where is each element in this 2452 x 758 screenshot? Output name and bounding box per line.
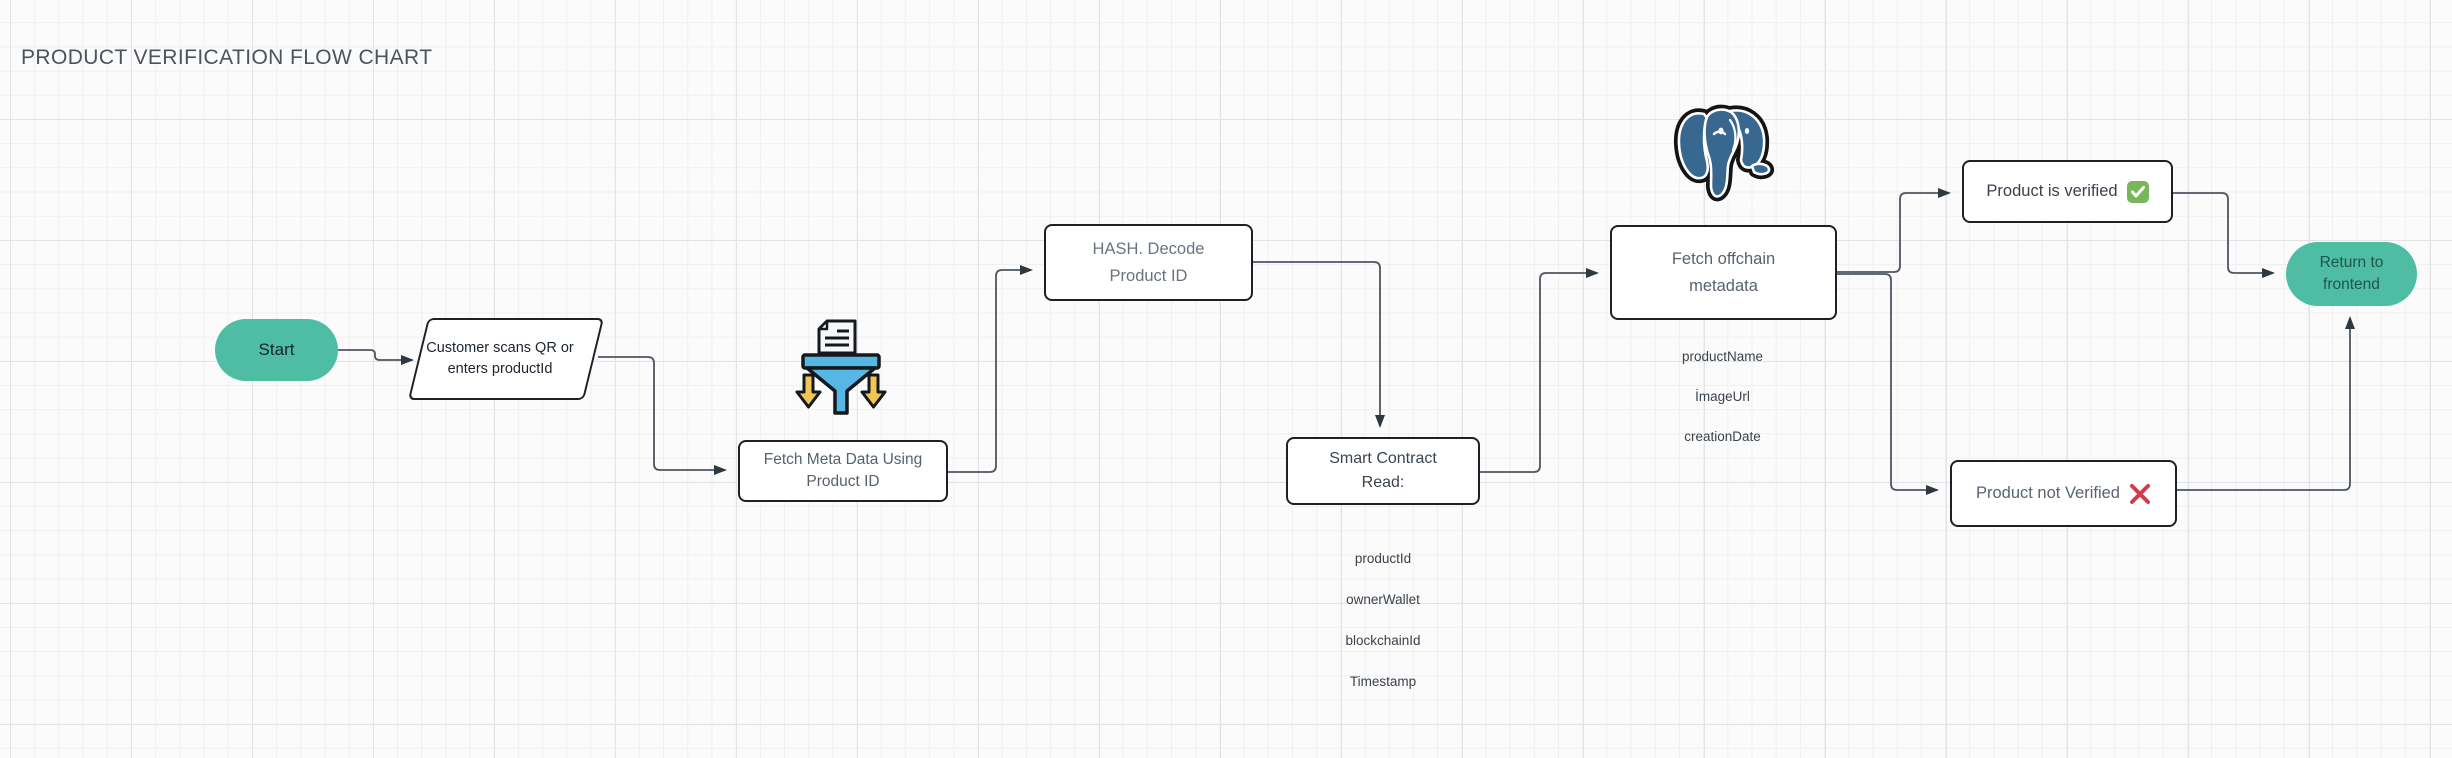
node-product-not-verified[interactable]: Product not Verified (1950, 460, 2177, 527)
node-start-label: Start (258, 340, 295, 359)
edge-fetchmeta-to-hash (948, 265, 1033, 473)
node-return-frontend-label: Return to frontend (2319, 254, 2384, 293)
offchain-fields: productName İmageUrl creationDate (1609, 337, 1836, 457)
node-hash-decode-label: HASH. Decode Product ID (1092, 240, 1205, 285)
funnel-icon-graphic (795, 319, 887, 415)
node-scan-input-label: Customer scans QR or enters productId (426, 339, 574, 377)
node-fetch-meta-label: Fetch Meta Data Using Product ID (763, 450, 923, 490)
node-return-frontend[interactable]: Return to frontend (2286, 242, 2417, 306)
node-product-verified[interactable]: Product is verified (1962, 160, 2173, 223)
node-fetch-offchain[interactable]: Fetch offchain metadata (1610, 225, 1837, 320)
check-badge-icon (2126, 180, 2149, 203)
node-smart-contract-label: Smart Contract Read: (1329, 450, 1437, 491)
edge-offchain-to-verified (1837, 188, 1951, 273)
field-timestamp: Timestamp (1349, 674, 1417, 689)
postgresql-elephant-icon[interactable] (1670, 100, 1774, 213)
field-creationdate: creationDate (1684, 429, 1761, 444)
smart-contract-fields: productId ownerWallet blockchainId Times… (1286, 538, 1480, 702)
node-scan-input[interactable]: Customer scans QR or enters productId (408, 318, 604, 400)
node-start[interactable]: Start (215, 319, 338, 381)
edge-notverified-to-return (2177, 316, 2355, 491)
edge-start-to-scan (338, 349, 414, 365)
edge-smartcontract-to-offchain (1480, 268, 1599, 473)
field-blockchainid: blockchainId (1345, 633, 1421, 648)
field-productname: productName (1681, 349, 1764, 364)
field-ownerwallet: ownerWallet (1346, 592, 1420, 607)
postgresql-icon-graphic (1673, 104, 1774, 202)
edge-scan-to-fetchmeta (598, 356, 727, 475)
node-product-verified-label: Product is verified (1986, 182, 2118, 200)
field-productid: productId (1354, 551, 1412, 566)
edge-hash-to-smartcontract (1253, 261, 1385, 428)
edge-verified-to-return (2173, 192, 2275, 278)
node-product-not-verified-label: Product not Verified (1975, 484, 2120, 502)
document-filter-funnel-icon[interactable] (791, 318, 887, 423)
node-hash-decode[interactable]: HASH. Decode Product ID (1044, 224, 1253, 301)
edge-offchain-to-notverified (1837, 273, 1939, 495)
red-cross-icon (2129, 483, 2151, 505)
field-imageurl: İmageUrl (1695, 389, 1750, 404)
node-smart-contract[interactable]: Smart Contract Read: (1286, 437, 1480, 505)
node-fetch-meta[interactable]: Fetch Meta Data Using Product ID (738, 440, 948, 502)
node-fetch-offchain-label: Fetch offchain metadata (1671, 250, 1776, 295)
page-title: PRODUCT VERIFICATION FLOW CHART (21, 46, 433, 69)
